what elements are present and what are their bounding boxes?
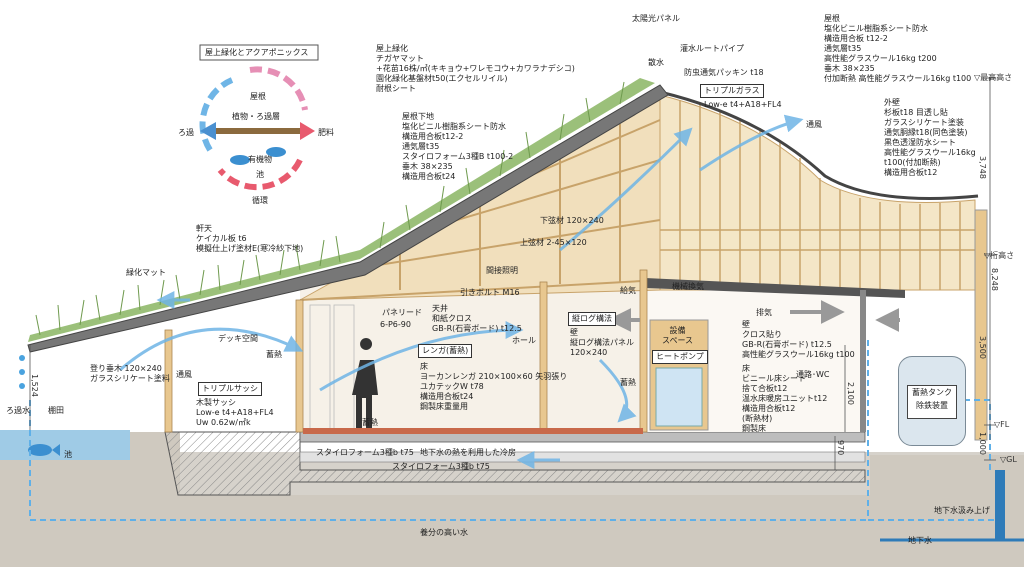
dim-1000: 1,000 bbox=[978, 432, 987, 455]
pond-label: 池 bbox=[64, 450, 72, 459]
legend-filtration: ろ過 bbox=[178, 128, 194, 137]
heat-store-label-3: 蓄熱 bbox=[620, 378, 636, 387]
hall-label: ホール bbox=[512, 336, 536, 345]
person-silhouette bbox=[352, 338, 378, 428]
solar-panel-label: 太陽光パネル bbox=[632, 14, 680, 23]
mech-vent-label: 機械換気 bbox=[672, 282, 704, 291]
air-supply-label: 給気 bbox=[620, 286, 636, 295]
legend-organic: 有機物 bbox=[248, 155, 272, 164]
cooling-label: 地下水の熱を利用した冷房 bbox=[420, 448, 516, 457]
panel-spec-label: 6-P6-90 bbox=[380, 320, 411, 329]
purlin-label: 下弦材 120×240 bbox=[540, 216, 604, 225]
legend-pond: 池 bbox=[256, 170, 264, 179]
ventilation-label-left: 通風 bbox=[176, 370, 192, 379]
roof-green-spec: 屋上緑化チガヤマット+花苗16株/㎡(キキョウ+ワレモコウ+カワラナデシコ)園化… bbox=[376, 44, 575, 93]
irrigation-label: 灌水ルートパイプ bbox=[680, 44, 744, 53]
groundwater-label: 地下水 bbox=[908, 536, 932, 545]
pond-water bbox=[0, 430, 130, 460]
log-method-label: 縦ログ構法 bbox=[568, 312, 616, 326]
pull-bolt-label: 引きボルト M16 bbox=[460, 288, 520, 297]
path-wc-label: 通路･WC bbox=[796, 370, 830, 379]
outer-wall-spec: 外壁杉板t18 目透し貼ガラスシリケート塗装通気胴縁t18(同色塗装)黒色透湿防… bbox=[884, 98, 976, 177]
heat-storage-tank: 蓄熱タンク除鉄装置 bbox=[898, 356, 966, 446]
groundwater-pump-label: 地下水汲み上げ bbox=[934, 506, 990, 515]
panel-lead-label: パネリード bbox=[382, 308, 422, 317]
brick-label: レンガ(蓄熱) bbox=[418, 344, 473, 358]
dim-2100: 2,100 bbox=[846, 382, 855, 405]
indirect-light-label: 間接照明 bbox=[486, 266, 518, 275]
packing-label: 防虫通気パッキン t18 bbox=[684, 68, 764, 77]
styro-label-2: スタイロフォーム3種b t75 bbox=[392, 462, 490, 471]
dim-3500: 3,500 bbox=[978, 336, 987, 359]
deck-label: デッキ空間 bbox=[218, 334, 258, 343]
heat-store-label-1: 蓄熱 bbox=[266, 350, 282, 359]
ventilation-label-top: 通風 bbox=[806, 120, 822, 129]
legend-title: 屋上緑化とアクアポニックス bbox=[205, 48, 309, 57]
exhaust-label: 排気 bbox=[756, 308, 772, 317]
dim-max-height: ▽最高高さ bbox=[974, 73, 1013, 82]
field-label: 棚田 bbox=[48, 406, 64, 415]
dim-970: 970 bbox=[836, 440, 845, 456]
dim-1524: 1,524 bbox=[30, 374, 39, 397]
nutrient-water-label: 養分の高い水 bbox=[420, 528, 468, 537]
equip-space-label: 設備スペース bbox=[662, 326, 694, 345]
aquaponics-cycle-diagram bbox=[199, 44, 319, 191]
dim-eave-height: ▽桁高さ bbox=[984, 251, 1015, 260]
legend-roots: 屋根 bbox=[250, 92, 266, 101]
dim-3748: 3,748 bbox=[978, 156, 987, 179]
triple-glass-label: トリプルガラス bbox=[700, 84, 764, 98]
dim-gl: ▽GL bbox=[1000, 455, 1017, 464]
legend-circulation: 循環 bbox=[252, 196, 268, 205]
sprinkle-label: 散水 bbox=[648, 58, 664, 67]
heat-pump-label: ヒートポンプ bbox=[652, 350, 708, 364]
heat-store-label-2: 蓄熱 bbox=[362, 418, 378, 427]
green-mat-label: 緑化マット bbox=[126, 268, 166, 277]
filter-water-label: ろ過水 bbox=[6, 406, 30, 415]
glass-spec-label: Low-e t4+A18+FL4 bbox=[704, 100, 782, 109]
legend-plants: 植物・ろ過層 bbox=[232, 112, 280, 121]
dim-fl: ▽FL bbox=[994, 420, 1010, 429]
legend-fertilizer: 肥料 bbox=[318, 128, 334, 137]
triple-sash-label: トリプルサッシ bbox=[198, 382, 262, 396]
upper-chord-label: 上弦材 2-45×120 bbox=[520, 238, 587, 247]
styro-label-1: スタイロフォーム3種b t75 bbox=[316, 448, 414, 457]
dim-8248: 8,248 bbox=[990, 268, 999, 291]
